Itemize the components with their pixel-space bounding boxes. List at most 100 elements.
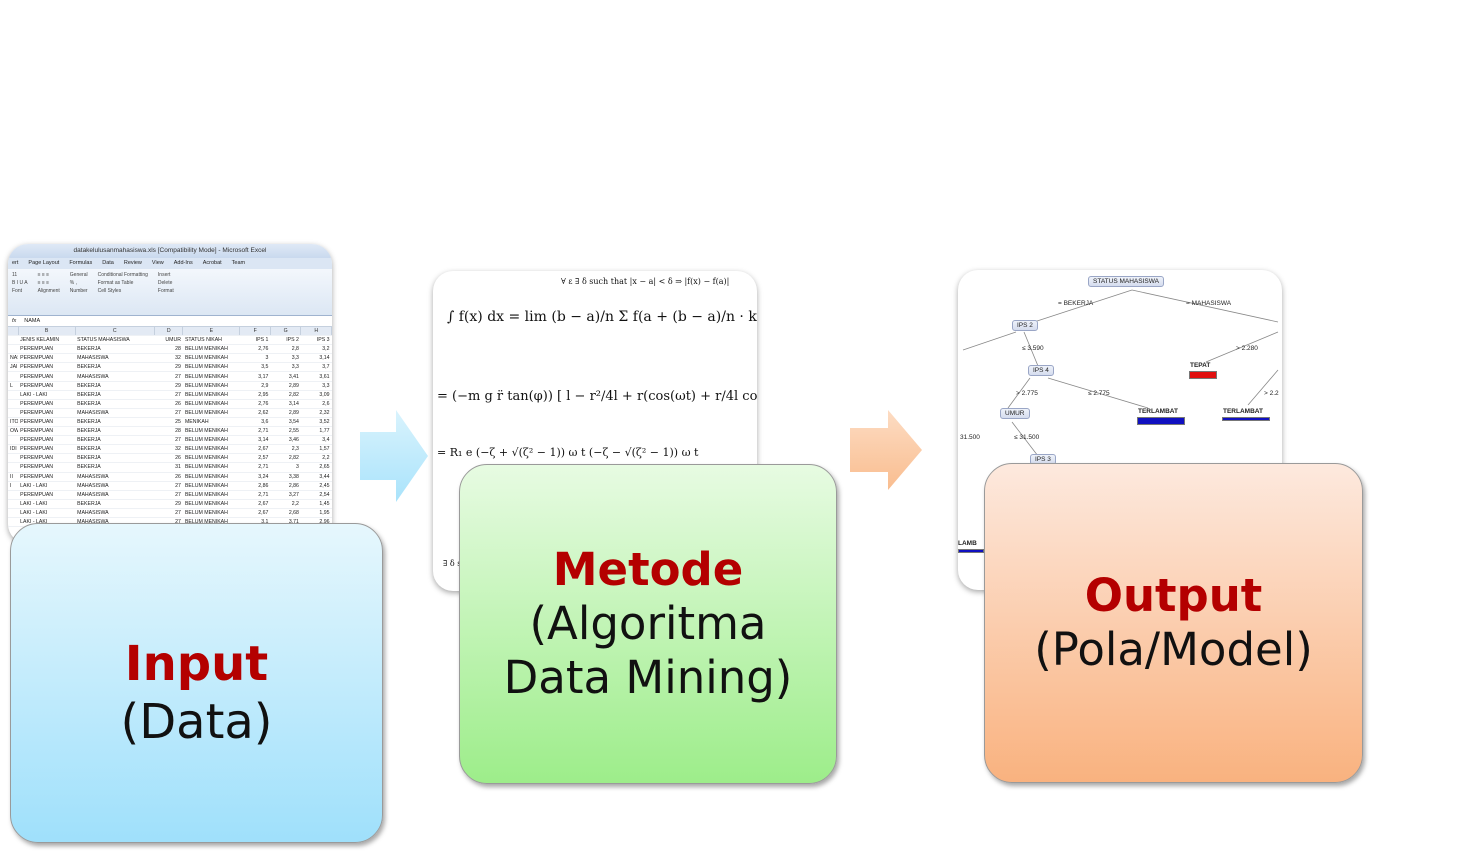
leaf-bar <box>1137 417 1185 425</box>
group-label: Number <box>69 288 88 294</box>
cell: E <box>182 327 241 337</box>
cell: 2,67 <box>239 444 271 455</box>
ribbon-group-styles: Conditional Formatting Format as Table C… <box>98 272 148 312</box>
cells-item: Format <box>157 288 174 294</box>
cell: 2,55 <box>270 426 301 437</box>
cell: BELUM MENIKAH <box>182 371 240 382</box>
menu-item: Acrobat <box>202 260 222 266</box>
cell: JAI <box>8 362 19 373</box>
cell: IDI <box>8 444 19 455</box>
cell: G <box>270 327 302 337</box>
cell: MAHASISWA <box>75 353 155 364</box>
cell: BELUM MENIKAH <box>182 499 240 509</box>
cell: 2,71 <box>239 462 271 473</box>
cell: 3,54 <box>270 417 301 428</box>
cell: 27 <box>154 490 183 500</box>
cell: BEKERJA <box>75 344 155 355</box>
cell <box>8 327 19 337</box>
cell <box>8 508 19 518</box>
cell: 2,65 <box>300 462 332 473</box>
cell: MAHASISWA <box>75 481 155 491</box>
cell: 3,14 <box>239 435 271 446</box>
cell: BEKERJA <box>75 435 155 446</box>
cell: ITO <box>8 417 19 428</box>
cell: 27 <box>154 481 183 491</box>
cell: PEREMPUAN <box>18 462 76 473</box>
cell: IPS 2 <box>270 335 301 346</box>
style-item: Format as Table <box>97 280 134 286</box>
cell: MAHASISWA <box>75 371 155 382</box>
metode-subtitle-line2: Data Mining) <box>503 651 793 704</box>
cell: BEKERJA <box>75 362 155 373</box>
cell: PEREMPUAN <box>18 453 76 464</box>
cell: 2,8 <box>270 344 301 355</box>
edge-label: ≤ 2.775 <box>1088 390 1110 397</box>
cell: 3,09 <box>300 390 332 400</box>
cell: BEKERJA <box>75 426 155 437</box>
cell: 27 <box>154 371 183 382</box>
formula-integral: ∫ f(x) dx = lim (b − a)/n Σ f(a + (b − a… <box>447 309 757 325</box>
cell: LAKI - LAKI <box>18 508 76 518</box>
cell: 3 <box>270 462 301 473</box>
cell: 2,2 <box>300 453 332 464</box>
cell: 2,6 <box>300 399 332 409</box>
cell: 29 <box>154 381 183 391</box>
cell: 27 <box>154 408 183 418</box>
formula-top-line: ∀ ε ∃ δ such that |x − a| < δ ⇒ |f(x) − … <box>561 277 730 286</box>
cell: 27 <box>154 435 183 446</box>
cell: 3,7 <box>300 362 332 373</box>
cell: BELUM MENIKAH <box>182 508 240 518</box>
cell: BELUM MENIKAH <box>182 435 240 446</box>
cell: 2,9 <box>239 381 271 391</box>
fx-icon: fx <box>12 318 17 324</box>
edge-label: > 2.775 <box>1016 390 1038 397</box>
cell: 2,82 <box>270 390 301 400</box>
cell: LAKI - LAKI <box>18 481 76 491</box>
cell: MENIKAH <box>182 417 240 428</box>
cells-item: Insert <box>157 272 171 278</box>
tree-node: IPS 2 <box>1012 320 1038 331</box>
cell: NAS <box>8 353 19 364</box>
cell: 26 <box>154 399 183 409</box>
cell: 2,57 <box>239 453 271 464</box>
excel-menu-bar: ert Page Layout Formulas Data Review Vie… <box>8 258 332 269</box>
cell: 2,76 <box>239 344 271 355</box>
cell: PEREMPUAN <box>18 353 76 364</box>
metode-subtitle-line1: (Algoritma <box>529 597 767 650</box>
cell: PEREMPUAN <box>18 399 76 409</box>
leaf-bar <box>1189 371 1217 379</box>
cell: 3,17 <box>239 371 271 382</box>
cell: 3,6 <box>239 417 271 428</box>
cell: PEREMPUAN <box>18 362 76 373</box>
cell: BEKERJA <box>75 417 155 428</box>
cell: H <box>300 327 332 337</box>
cell: 3,52 <box>300 417 332 428</box>
cell: BEKERJA <box>75 453 155 464</box>
cell: 3,46 <box>270 435 301 446</box>
cell: 2,32 <box>300 408 332 418</box>
cell: BELUM MENIKAH <box>182 490 240 500</box>
edge-label: 31.500 <box>960 434 980 441</box>
cell: 26 <box>154 472 183 482</box>
cell: 2,67 <box>239 499 271 509</box>
cell: 3,3 <box>300 381 332 391</box>
tree-node: IPS 4 <box>1028 365 1054 376</box>
cell: 32 <box>154 444 183 455</box>
cell <box>8 371 19 382</box>
edge-label: ≤ 31.500 <box>1014 434 1040 441</box>
cell: 29 <box>154 362 183 373</box>
cell: MAHASISWA <box>75 472 155 482</box>
cell: D <box>154 327 184 337</box>
metode-title: Metode <box>552 543 744 596</box>
edge-label: > 2.2 <box>1264 390 1279 397</box>
cell: 29 <box>154 499 183 509</box>
